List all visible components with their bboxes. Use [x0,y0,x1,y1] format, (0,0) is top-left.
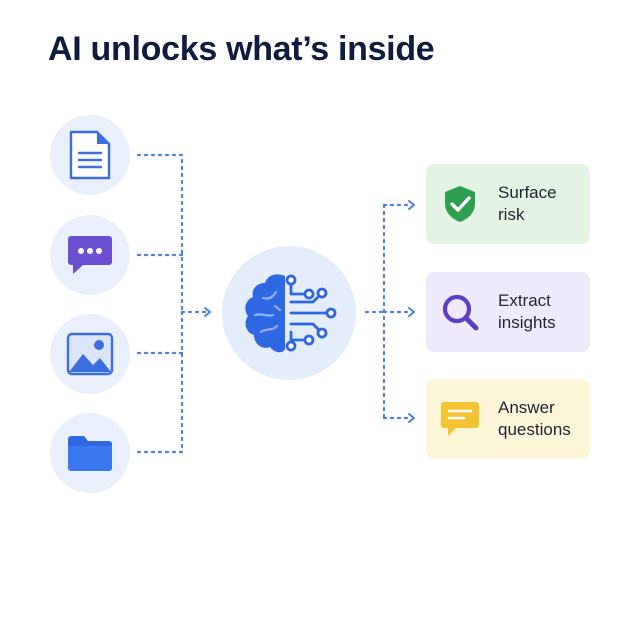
arrowhead-hub [204,307,211,317]
source-document [50,115,130,195]
magnifier-icon [442,294,479,331]
outcome-card-answer-questions: Answer questions [426,379,590,459]
source-chat [50,215,130,295]
source-image [50,314,130,394]
arrowhead-insights [408,307,415,317]
document-icon [69,130,111,180]
outcome-label: Answer questions [498,398,571,439]
image-icon [66,332,114,376]
chat-answer-icon [441,402,479,436]
ai-hub [222,246,356,380]
outcome-card-surface-risk: Surface risk [426,164,590,244]
shield-check-icon [445,186,475,222]
folder-icon [68,436,112,471]
outcome-label: Surface risk [498,183,557,224]
ai-brain-circuit-icon [245,274,337,353]
source-folder [50,413,130,493]
page-title: AI unlocks what’s inside [48,30,435,68]
outcome-card-extract-insights: Extract insights [426,272,590,352]
arrowhead-questions [408,413,415,423]
arrowhead-risk [408,200,415,210]
connector-folder [136,310,184,454]
chat-bubble-icon [68,236,112,274]
outcome-label: Extract insights [498,291,556,332]
connector-doc [136,153,184,314]
